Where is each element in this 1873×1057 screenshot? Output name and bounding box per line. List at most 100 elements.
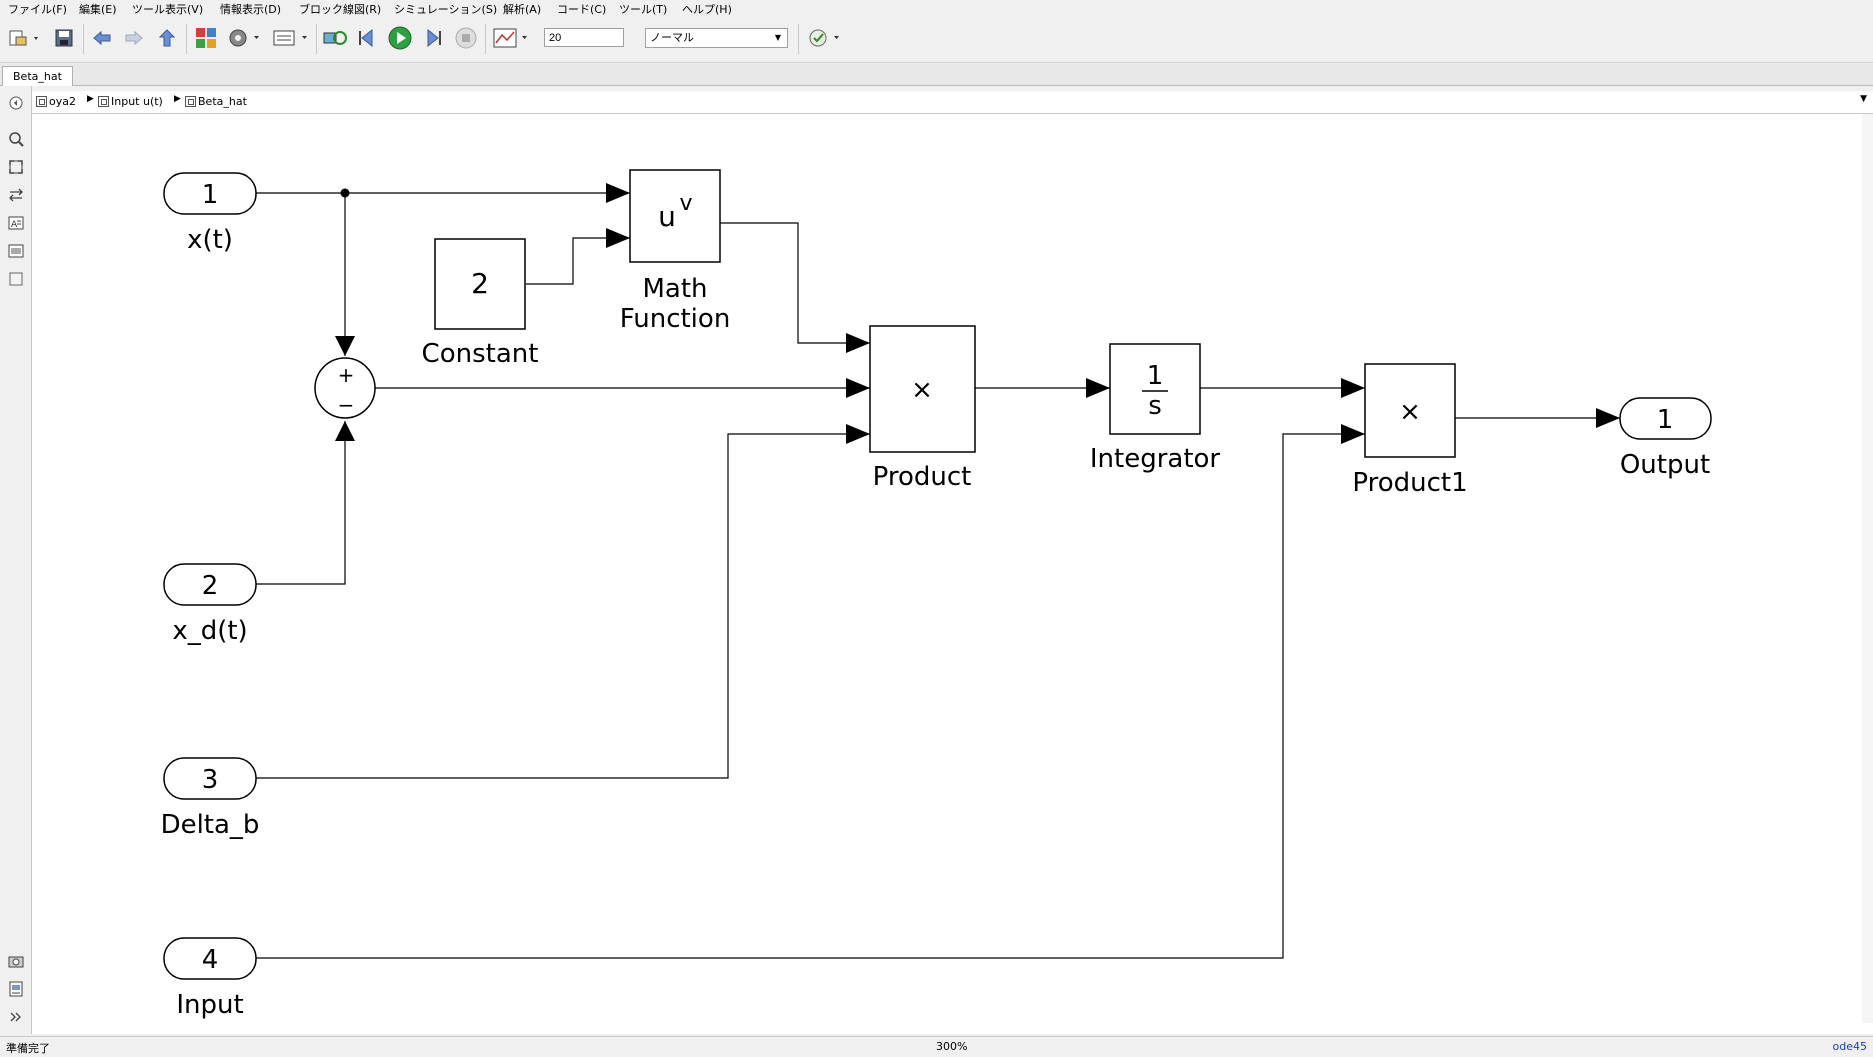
arrows-icon[interactable] [7,186,24,203]
breadcrumb-label: oya2 [49,95,76,108]
library-browser-icon[interactable] [195,28,217,48]
report-icon[interactable] [7,980,24,997]
left-palette: A [0,86,32,1034]
menu-view[interactable]: ツール表示(V) [132,3,204,16]
solver-link[interactable]: ode45 [1832,1040,1867,1053]
expand-icon[interactable] [7,1008,24,1025]
simulation-mode-select[interactable]: ノーマル ▼ [645,28,788,48]
arrowhead [606,183,630,203]
new-model-icon[interactable] [8,28,40,48]
vertical-scrollbar[interactable] [1862,114,1873,1023]
simulation-mode-value: ノーマル [650,31,694,44]
menu-simulation[interactable]: シミュレーション(S) [394,3,498,16]
area-icon[interactable] [7,270,24,287]
inport-input[interactable]: 4 Input [163,937,257,1020]
menu-bar: ファイル(F) 編集(E) ツール表示(V) 情報表示(D) ブロック線図(R)… [0,0,1873,17]
product-label: Product [873,462,972,492]
status-bar: 準備完了 300% ode45 [0,1036,1873,1057]
zoom-icon[interactable] [7,130,24,147]
breadcrumb-item-oya2[interactable]: oya2 [36,95,76,108]
signal-xd-to-sum[interactable] [256,421,346,585]
image-icon[interactable] [7,242,24,259]
breadcrumb-item-beta-hat[interactable]: Beta_hat [185,95,247,108]
menu-analysis[interactable]: 解析(A) [503,3,542,16]
inport-xd[interactable]: 2 x_d(t) [163,563,257,646]
product1-label: Product1 [1352,468,1467,498]
inport-delta-b[interactable]: 3 Delta_b [161,757,260,840]
annotation-icon[interactable]: A [7,214,24,231]
product-block[interactable]: × Product [869,325,976,492]
outport-number: 1 [1657,405,1674,435]
model-icon [36,96,47,107]
math-function-label-1: Math [642,274,707,304]
fit-view-icon[interactable] [7,158,24,175]
screenshot-icon[interactable] [7,952,24,969]
menu-diagram[interactable]: ブロック線図(R) [299,3,382,16]
menu-code[interactable]: コード(C) [557,3,607,16]
up-icon[interactable] [157,28,177,48]
constant-label: Constant [422,339,539,369]
inport-x[interactable]: 1 x(t) [163,172,257,255]
menu-tools[interactable]: ツール(T) [619,3,668,16]
menu-edit[interactable]: 編集(E) [79,3,117,16]
menu-file[interactable]: ファイル(F) [8,3,67,16]
integrator-numerator: 1 [1147,361,1164,391]
stop-icon[interactable] [455,27,477,49]
check-icon[interactable] [808,28,848,48]
step-forward-icon[interactable] [422,28,444,48]
outport-output[interactable]: 1 Output [1619,397,1712,480]
inport-number: 4 [202,945,219,975]
breadcrumb-arrow-icon: ▶ [87,94,94,104]
subsystem-icon [185,96,196,107]
sum-minus-sign: − [338,393,355,417]
step-back-icon[interactable] [356,28,378,48]
sum-block[interactable]: + − [314,357,376,419]
signal-math-to-product[interactable] [720,222,870,344]
chevron-down-icon: ▼ [774,33,781,42]
stop-time-input[interactable] [544,28,624,47]
signal-delta-to-product[interactable] [256,433,870,779]
forward-icon[interactable] [124,28,144,48]
arrowhead [1341,424,1365,444]
math-function-block[interactable]: u v Math Function [620,169,731,334]
constant-block[interactable]: 2 Constant [422,238,539,369]
arrowhead [1596,408,1620,428]
save-icon[interactable] [54,28,74,48]
arrowhead [1086,378,1110,398]
diagram-canvas[interactable]: 1 x(t) 2 x_d(t) 3 Delta_b 4 Input 2 Cons… [32,114,1873,1034]
menu-display[interactable]: 情報表示(D) [220,3,282,16]
model-config-icon[interactable] [272,28,312,48]
status-text: 準備完了 [6,1042,50,1055]
math-function-label-2: Function [620,304,731,334]
arrowhead [1341,378,1365,398]
signal-input-to-product1[interactable] [256,433,1365,959]
zoom-level: 300% [936,1040,968,1053]
inport-number: 2 [202,571,219,601]
arrowhead [335,421,355,441]
integrator-denominator: s [1148,391,1162,421]
run-icon[interactable] [388,26,412,50]
signal-const-to-math[interactable] [526,237,630,285]
hide-browser-icon[interactable] [7,94,24,111]
menu-help[interactable]: ヘルプ(H) [682,3,732,16]
breadcrumb-dropdown-icon[interactable]: ▼ [1860,94,1867,104]
product1-block[interactable]: × Product1 [1352,363,1468,498]
outport-label: Output [1620,450,1710,480]
integrator-label: Integrator [1090,444,1221,474]
settings-gear-icon[interactable] [227,28,261,48]
breadcrumb-item-input[interactable]: Input u(t) [98,95,163,108]
tab-beta-hat[interactable]: Beta_hat [2,66,73,86]
constant-value: 2 [471,267,489,300]
math-function-superscript: v [679,191,692,216]
update-diagram-icon[interactable] [322,28,348,48]
integrator-block[interactable]: 1 s Integrator [1090,343,1221,474]
svg-text:A: A [11,220,18,230]
arrowhead [846,333,870,353]
back-icon[interactable] [92,28,112,48]
math-function-symbol: u [658,200,676,233]
breadcrumb-arrow-icon: ▶ [174,94,181,104]
arrowhead [846,378,870,398]
sum-plus-sign: + [338,363,355,387]
arrowheads [335,183,1620,444]
data-inspector-icon[interactable] [492,28,532,48]
